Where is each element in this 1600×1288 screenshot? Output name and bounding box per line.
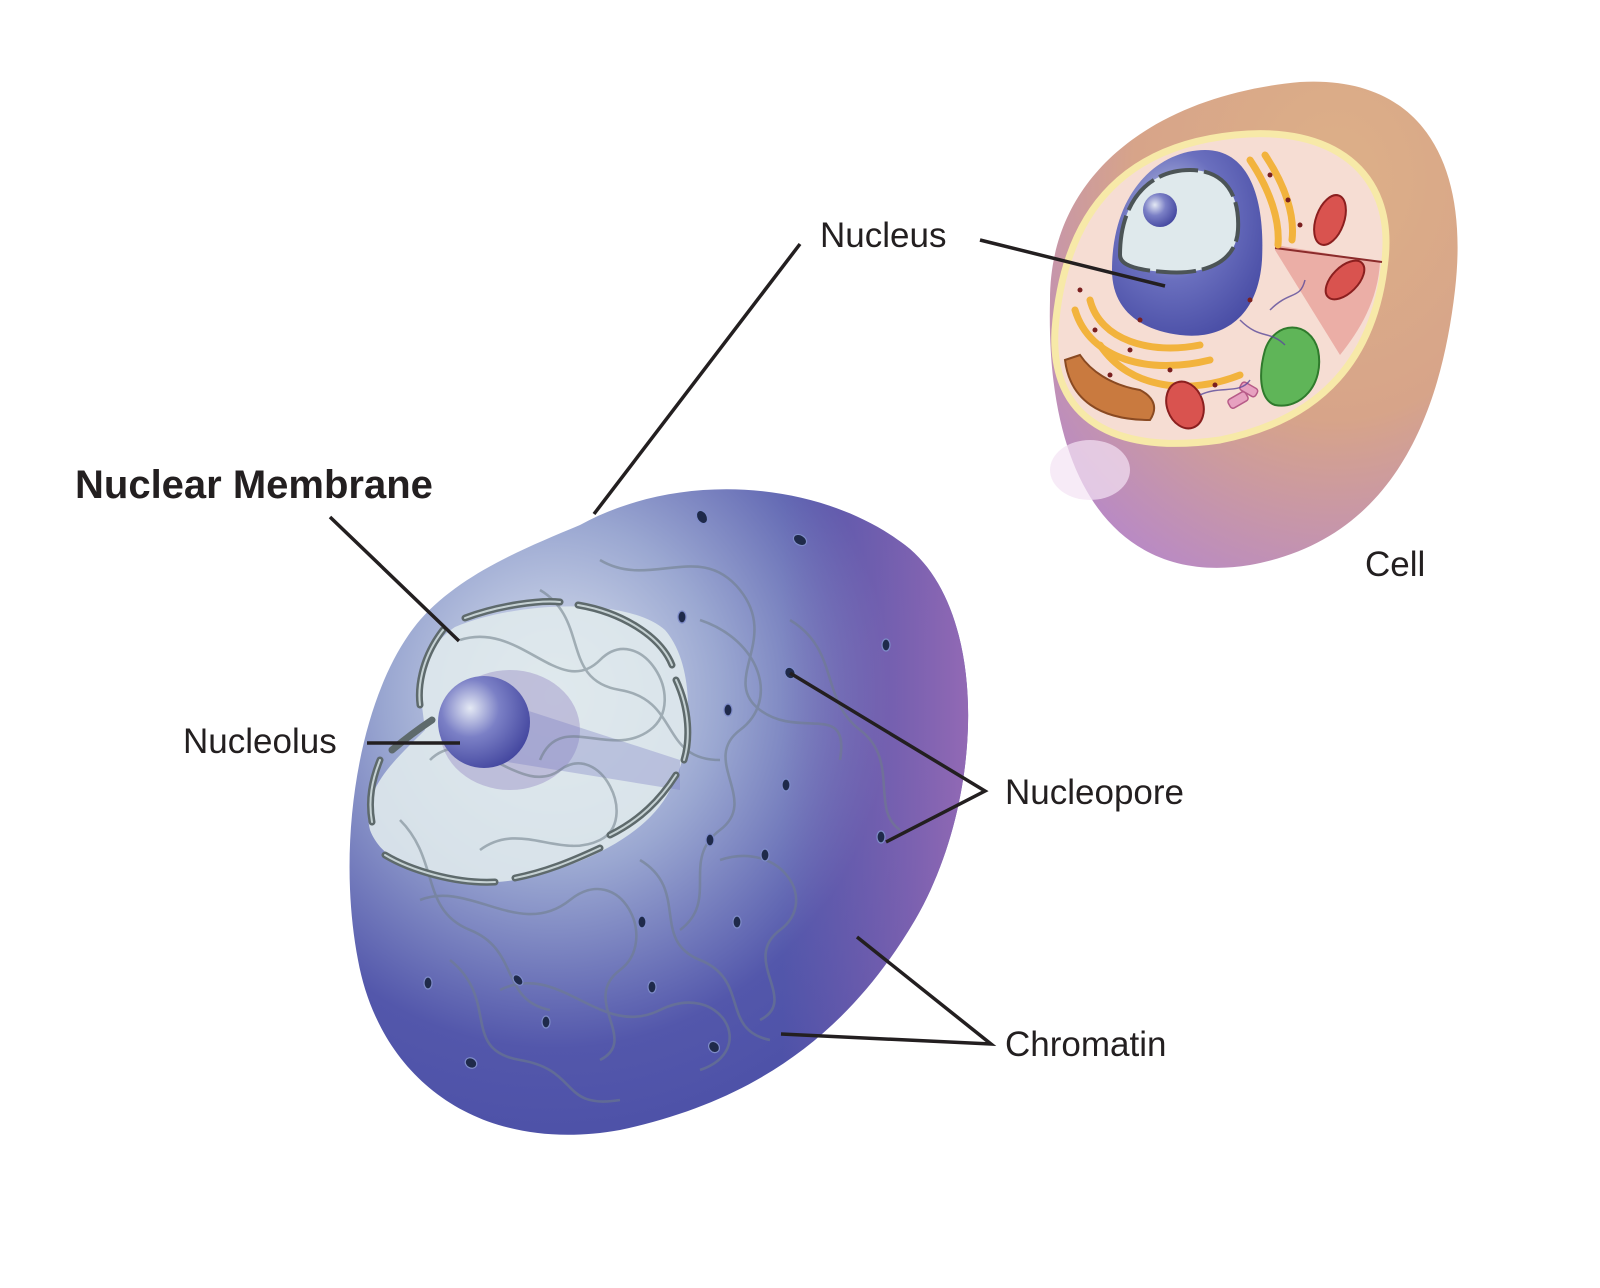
leader-nucleus-cell [979,238,1166,288]
leader-nuclear-membrane [328,515,461,643]
cell-highlight [1050,440,1130,500]
rough-er [1063,353,1156,422]
leader-lines [328,238,1166,1047]
cutaway-interior [368,606,689,883]
green-organelle [1260,326,1321,407]
nucleolus-stalk [495,700,680,790]
leader-nucleus-big [592,242,802,516]
golgi-apparatus [1071,151,1297,390]
cell-nucleus-cutaway [1117,167,1241,275]
nucleolus [438,676,530,768]
label-nucleus: Nucleus [820,216,947,255]
nuclear-membrane-inner [369,600,689,884]
cell-illustration [1049,81,1458,568]
leader-nucleopore [789,671,989,844]
cutaway-edge [1274,247,1383,263]
nucleopores [423,509,891,1069]
label-nuclear-membrane: Nuclear Membrane [75,463,433,507]
leader-chromatin [780,935,997,1047]
label-chromatin: Chromatin [1005,1025,1167,1064]
nucleus-illustration [349,489,969,1135]
cytoskeleton [1199,279,1306,396]
label-cell: Cell [1365,545,1426,584]
mitochondria [1165,194,1366,430]
cell-nucleolus [1143,193,1177,227]
ribosome-dots [1077,172,1303,388]
label-nucleopore: Nucleopore [1005,773,1184,812]
label-nucleolus: Nucleolus [183,722,337,761]
